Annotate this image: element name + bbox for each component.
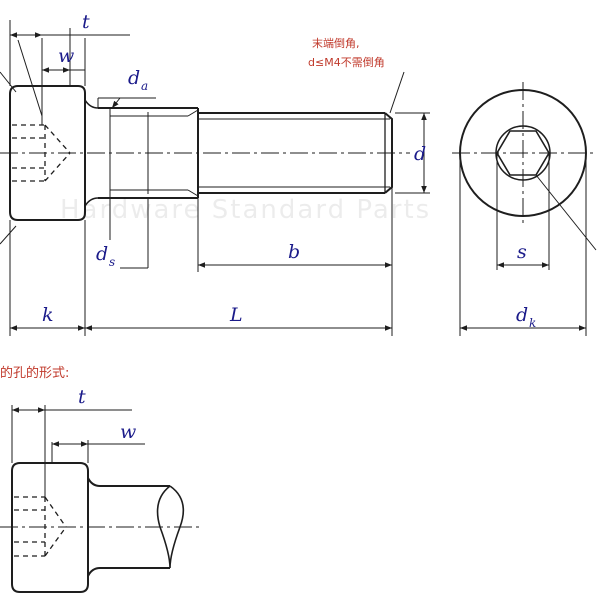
alt-neck-bottom bbox=[87, 567, 170, 577]
chamfer-note-line2: d≤M4不需倒角 bbox=[308, 56, 385, 69]
label-da-sub: a bbox=[141, 79, 148, 93]
alternate-socket-view bbox=[0, 405, 200, 593]
label-t-alt: t bbox=[78, 386, 86, 408]
label-dk: d bbox=[516, 304, 528, 326]
watermark: Hardware Standard Parts bbox=[60, 195, 431, 225]
alt-head-outline bbox=[11, 462, 89, 593]
label-b: b bbox=[288, 241, 300, 263]
label-ds-sub: s bbox=[109, 255, 115, 269]
chamfer-note-leader bbox=[389, 71, 405, 114]
screw-head-outline bbox=[9, 85, 86, 221]
label-w-alt: w bbox=[120, 421, 136, 443]
side-view-dimensions bbox=[0, 20, 430, 336]
end-view bbox=[452, 82, 597, 336]
thread-runout-bottom bbox=[187, 189, 199, 197]
alt-hole-note: 的孔的形式: bbox=[0, 365, 69, 381]
dimension-labels: t w d a d s b d k L s d k t w bbox=[42, 11, 536, 443]
neck-fillet bbox=[84, 99, 99, 109]
label-d: d bbox=[414, 143, 426, 165]
label-t: t bbox=[82, 11, 90, 33]
thread-runout-top bbox=[187, 109, 199, 117]
label-dk-sub: k bbox=[529, 316, 536, 330]
neck-fillet-bottom bbox=[84, 197, 99, 207]
notes: 末端倒角, d≤M4不需倒角 的孔的形式: bbox=[0, 36, 385, 381]
chamfer-note-line1: 末端倒角, bbox=[312, 36, 360, 50]
da-leader bbox=[111, 97, 121, 109]
label-s: s bbox=[517, 241, 527, 263]
end-view-leader bbox=[535, 174, 597, 251]
label-w: w bbox=[58, 45, 74, 67]
label-L: L bbox=[229, 304, 243, 326]
alt-neck-top bbox=[87, 477, 170, 487]
side-view bbox=[0, 85, 410, 221]
label-ds: d bbox=[96, 243, 108, 265]
label-k: k bbox=[42, 304, 54, 326]
label-da: d bbox=[128, 67, 140, 89]
